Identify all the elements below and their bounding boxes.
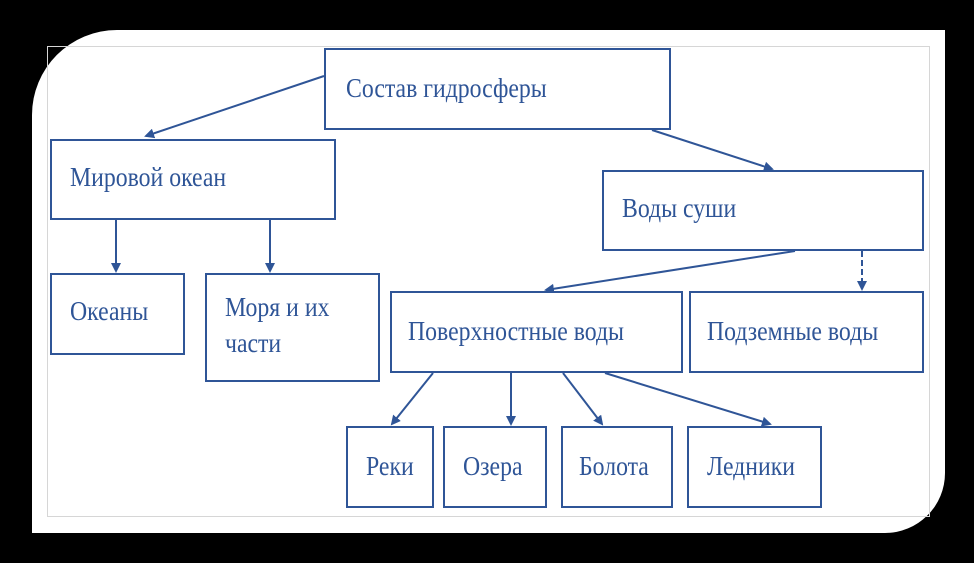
arrow-root-to-world-ocean	[144, 75, 325, 139]
node-swamps: Болота	[561, 426, 673, 508]
node-rivers: Реки	[346, 426, 434, 508]
node-label: Воды суши	[622, 193, 737, 223]
node-ground-waters: Подземные воды	[689, 291, 924, 373]
arrow-root-to-land-waters	[651, 129, 774, 172]
node-label: Состав гидросферы	[346, 73, 547, 103]
node-root: Состав гидросферы	[324, 48, 671, 130]
node-seas: Моря и их части	[205, 273, 380, 382]
node-glaciers: Ледники	[687, 426, 822, 508]
node-label: Подземные воды	[707, 316, 879, 346]
node-world-ocean: Мировой океан	[50, 139, 336, 220]
node-label: Болота	[579, 451, 649, 481]
arrow-surface-to-swamps	[562, 372, 604, 426]
node-label: Озера	[463, 451, 523, 481]
node-oceans: Океаны	[50, 273, 185, 355]
node-land-waters: Воды суши	[602, 170, 924, 251]
node-lakes: Озера	[443, 426, 547, 508]
arrow-surface-to-glaciers	[604, 372, 772, 427]
node-label: Ледники	[707, 451, 795, 481]
node-label: Поверхностные воды	[408, 316, 625, 346]
node-label: Реки	[366, 451, 414, 481]
node-label-line2: части	[225, 328, 282, 359]
node-label-line1: Моря и их	[225, 292, 330, 322]
node-label: Океаны	[70, 296, 149, 326]
diagram-frame	[47, 46, 930, 517]
node-surface-waters: Поверхностные воды	[390, 291, 683, 373]
node-label: Мировой океан	[70, 162, 227, 192]
arrow-land-to-surface	[544, 250, 796, 294]
arrow-surface-to-rivers	[390, 372, 434, 426]
